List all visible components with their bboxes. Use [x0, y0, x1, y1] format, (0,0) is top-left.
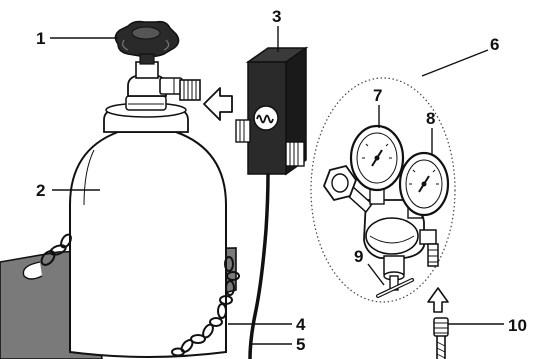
leader-lines: [50, 26, 504, 345]
cylinder-chain: [40, 233, 240, 357]
valve-outlet-thread: [179, 79, 201, 101]
callout-1: 1: [36, 29, 45, 48]
arrow-up-icon: [427, 287, 449, 313]
callout-2: 2: [36, 181, 45, 200]
co2-cylinder: [69, 95, 227, 358]
cylinder-valve: [127, 61, 183, 97]
pressure-gauge-left: [349, 124, 405, 205]
callout-8: 8: [426, 109, 435, 128]
hose-connector: [433, 317, 449, 359]
callout-6: 6: [490, 35, 499, 54]
valve-handwheel: [114, 20, 180, 65]
callout-3: 3: [272, 7, 281, 26]
heater-cable: [248, 173, 270, 359]
wave-heater-icon: [253, 105, 279, 131]
callout-9: 9: [354, 247, 363, 266]
regulator-dotted-outline: [310, 77, 456, 303]
callout-10: 10: [508, 316, 527, 335]
pressure-gauge-right: [398, 151, 450, 219]
callout-7: 7: [373, 86, 382, 105]
callout-5: 5: [296, 335, 305, 354]
callout-4: 4: [296, 315, 306, 334]
arrow-icon: [203, 87, 233, 121]
